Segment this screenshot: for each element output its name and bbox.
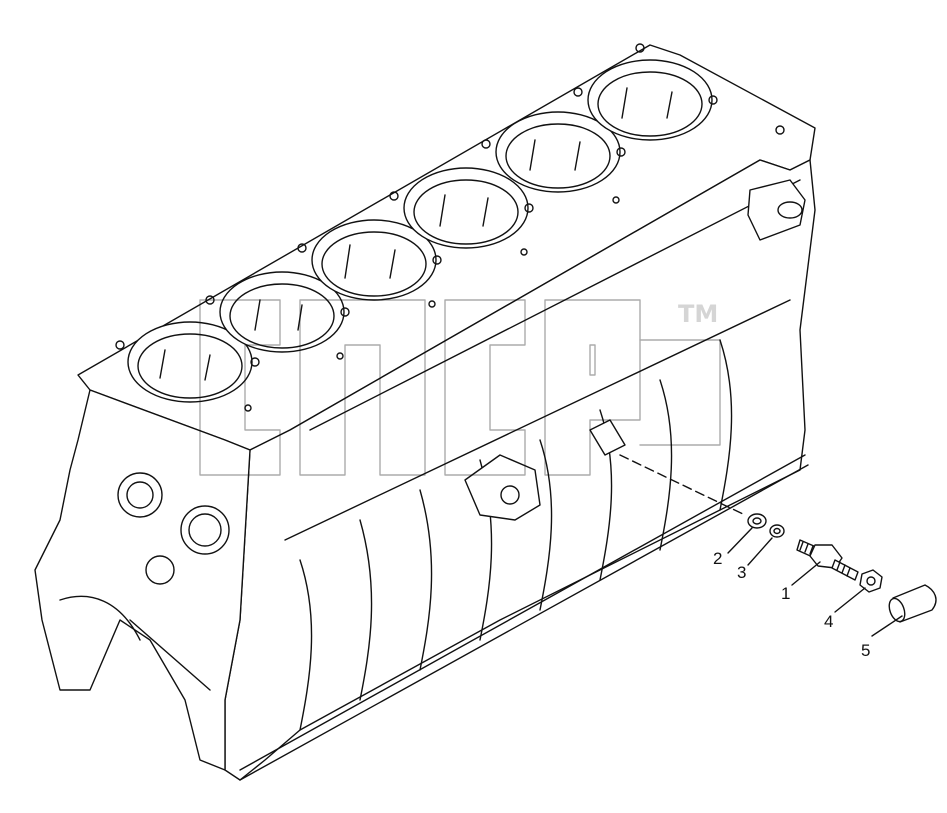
- watermark-tm: TM: [678, 300, 718, 328]
- part-4-hex-nut: [859, 569, 883, 593]
- callout-5: 5: [861, 641, 870, 660]
- leader-line-5: [871, 615, 903, 637]
- deck-bolt-holes: [115, 43, 785, 412]
- leader-line-1: [791, 561, 821, 586]
- cylinder-bore-2: [219, 271, 345, 353]
- front-face-features: [59, 472, 230, 641]
- cylinder-bore-3: [311, 219, 437, 301]
- callout-1: 1: [781, 584, 790, 603]
- block-ribs: [284, 179, 801, 731]
- part-5-cap: [888, 584, 937, 623]
- cylinder-bore-6: [587, 59, 713, 141]
- cylinder-bore-1: [127, 321, 253, 403]
- callout-3: 3: [737, 563, 746, 582]
- cylinder-bores: [127, 59, 713, 403]
- leader-line-3: [747, 537, 773, 566]
- part-3-seal-ring: [769, 524, 785, 538]
- right-end-boss: [747, 179, 806, 241]
- leader-line-2: [727, 527, 753, 554]
- mounting-boss: [464, 419, 626, 521]
- leader-line-4: [834, 587, 866, 613]
- part-2-washer: [747, 513, 767, 529]
- watermark-logo: TM: [199, 299, 721, 476]
- callout-2: 2: [713, 549, 722, 568]
- part-1-stud: [796, 539, 859, 581]
- cylinder-bore-5: [495, 111, 621, 193]
- callout-4: 4: [824, 612, 833, 631]
- exploded-assembly: 2 3 1 4 5: [619, 454, 937, 660]
- assembly-centerline: [619, 454, 746, 516]
- cylinder-bore-4: [403, 167, 529, 249]
